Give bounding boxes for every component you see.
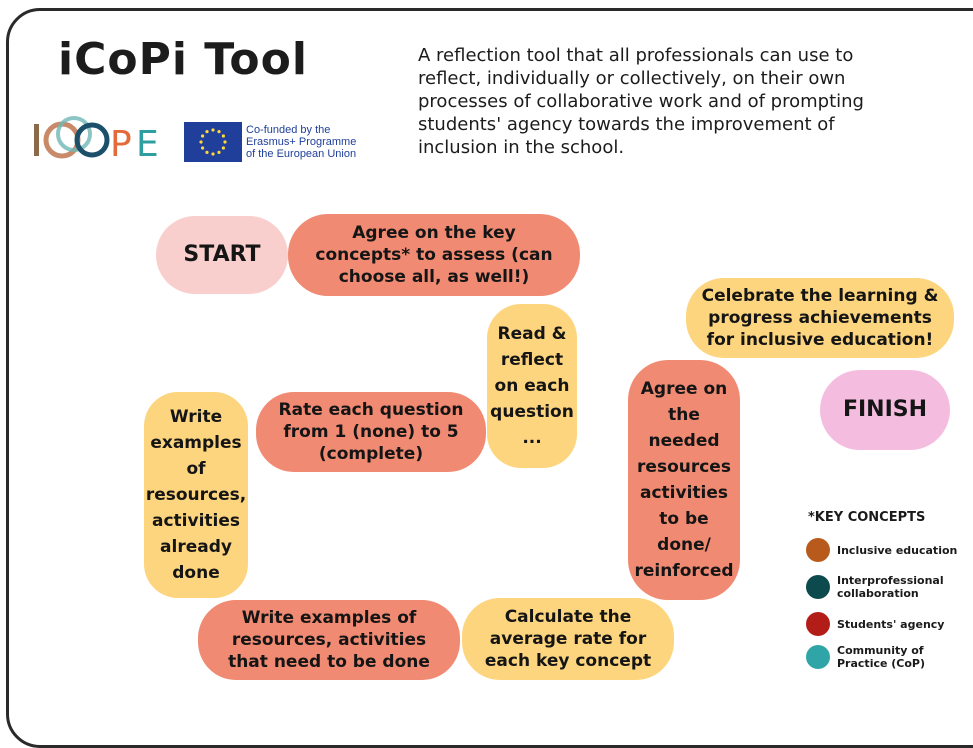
key-concept-label: Community of Practice (CoP) (837, 644, 926, 670)
key-concept-item: Students' agency (806, 612, 967, 636)
step-start-label: START (183, 242, 261, 267)
key-concept-dot (806, 612, 830, 636)
step-rate: Rate each question from 1 (none) to 5 (c… (256, 392, 486, 472)
step-write-needed: Write examples of resources, activities … (198, 600, 460, 680)
step-finish: FINISH (820, 370, 950, 450)
step-agree-resources: Agree on the needed resources activities… (628, 360, 740, 600)
step-write-needed-label: Write examples of resources, activities … (228, 608, 430, 672)
eu-text: Co-funded by the Erasmus+ Programme of t… (246, 124, 356, 160)
eu-cofunded-logo: Co-funded by the Erasmus+ Programme of t… (184, 118, 384, 166)
icope-logo: P E (34, 116, 159, 165)
step-celebrate-label: Celebrate the learning & progress achiev… (701, 286, 939, 350)
key-concept-label: Students' agency (837, 617, 945, 631)
step-calculate-label: Calculate the average rate for each key … (484, 607, 652, 671)
key-concept-label: Inclusive education (837, 543, 958, 557)
key-concept-item: Interprofessional collaboration (806, 574, 967, 600)
key-concept-dot (806, 538, 830, 562)
eu-text-line: Co-funded by the (246, 124, 331, 136)
step-write-done: Write examples of resources, activities … (144, 392, 248, 598)
svg-text:P: P (110, 124, 132, 165)
key-concept-item: Community of Practice (CoP) (806, 644, 967, 670)
key-concept-dot (806, 645, 830, 669)
key-concept-label: Interprofessional collaboration (837, 574, 944, 600)
step-write-done-label: Write examples of resources, activities … (145, 407, 247, 583)
eu-flag-icon (184, 122, 242, 162)
step-agree-resources-label: Agree on the needed resources activities… (634, 379, 734, 581)
step-read-reflect: Read & reflect on each question ... (487, 304, 577, 468)
step-read-reflect-label: Read & reflect on each question ... (490, 324, 574, 448)
step-celebrate: Celebrate the learning & progress achiev… (686, 278, 954, 358)
eu-text-line: Erasmus+ Programme (246, 136, 357, 148)
eu-text-line: of the European Union (246, 148, 357, 160)
key-concept-dot (806, 575, 830, 599)
step-calculate: Calculate the average rate for each key … (462, 598, 674, 680)
key-concept-item: Inclusive education (806, 538, 967, 562)
step-rate-label: Rate each question from 1 (none) to 5 (c… (278, 400, 464, 464)
step-start: START (156, 216, 288, 294)
svg-text:E: E (136, 124, 159, 165)
key-concepts-title: *KEY CONCEPTS (808, 510, 926, 525)
step-finish-label: FINISH (842, 397, 928, 422)
step-agree-concepts-label: Agree on the key concepts* to assess (ca… (315, 223, 553, 287)
tool-title: iCoPi Tool (58, 34, 308, 85)
tool-description: A reflection tool that all professionals… (418, 45, 864, 158)
step-agree-concepts: Agree on the key concepts* to assess (ca… (288, 214, 580, 296)
